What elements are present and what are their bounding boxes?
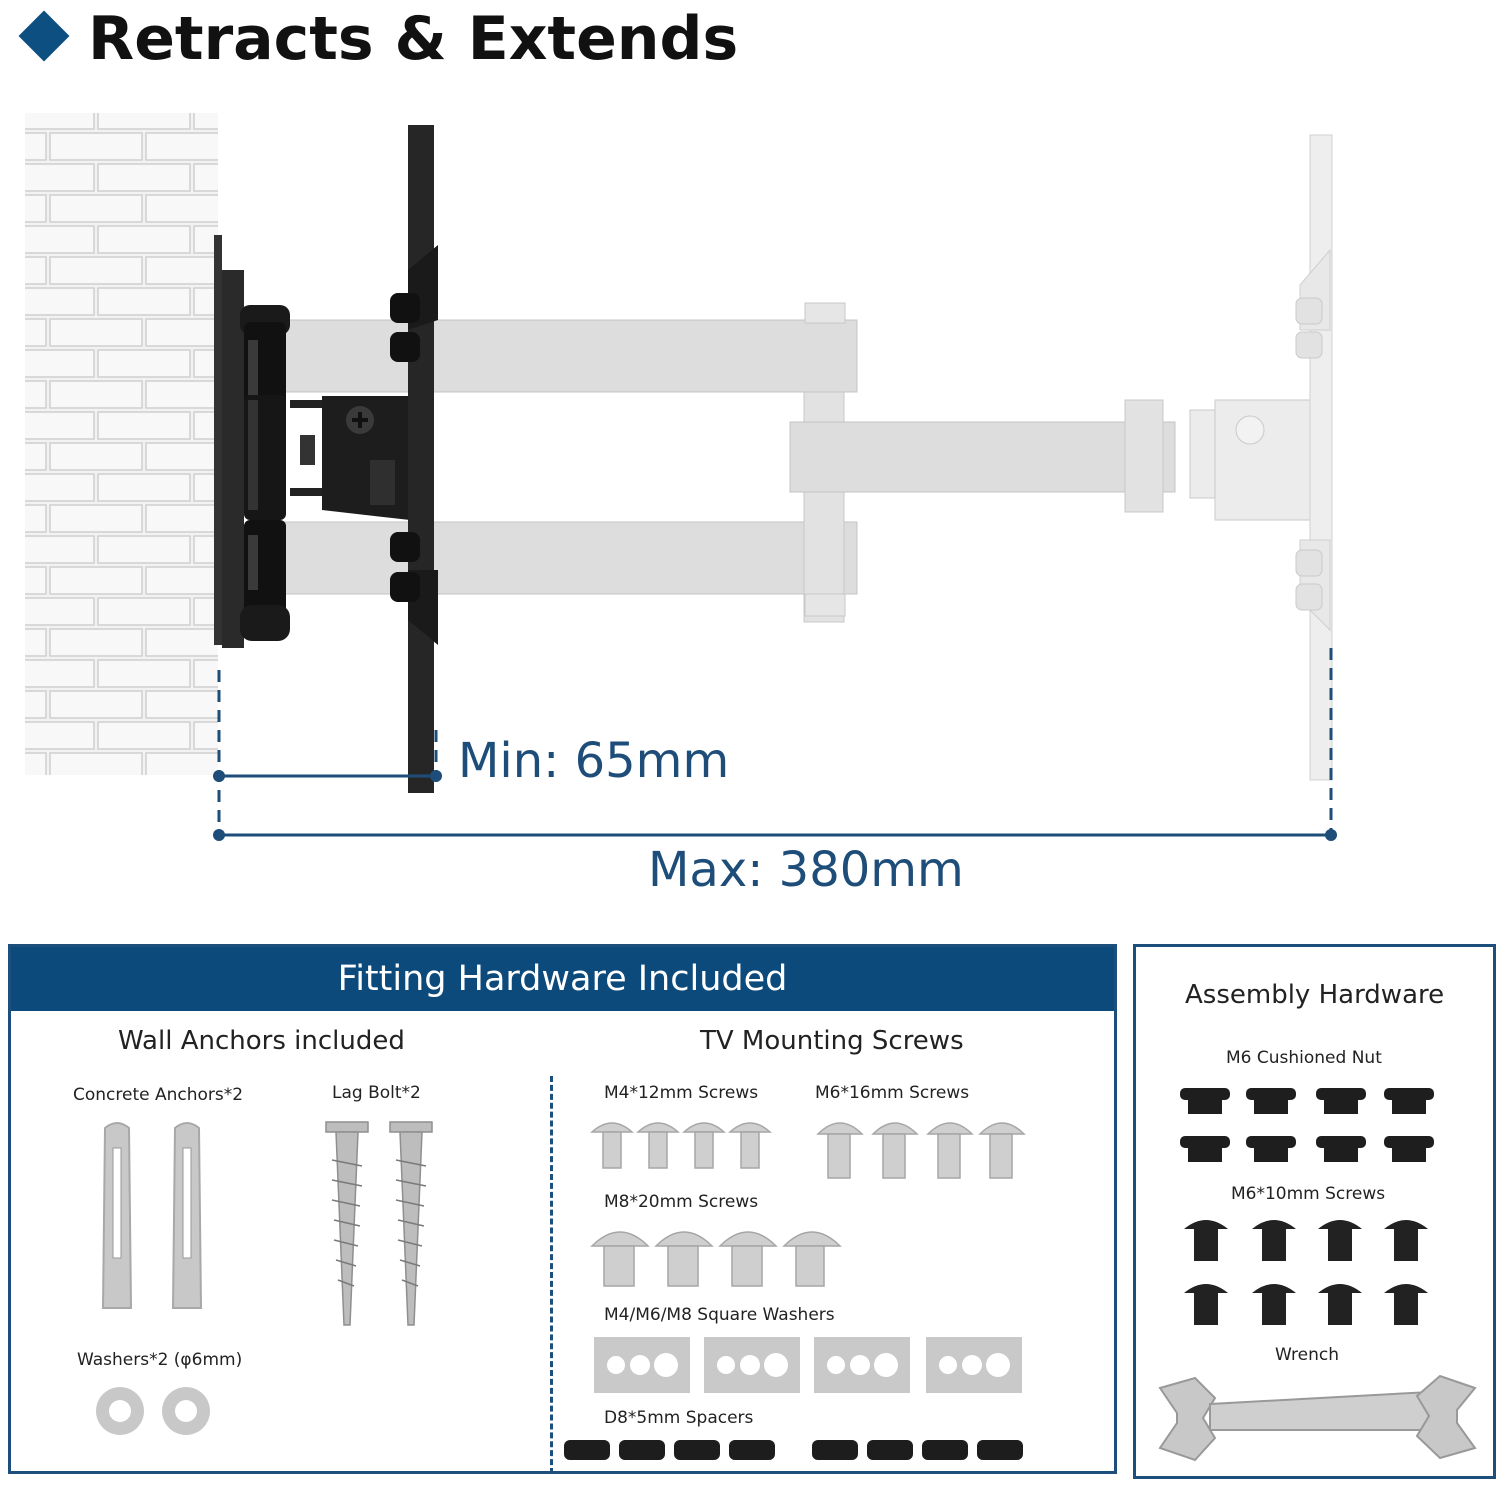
square-washers-label: M4/M6/M8 Square Washers xyxy=(604,1305,835,1325)
m8-screws-label: M8*20mm Screws xyxy=(604,1192,759,1212)
panel-divider xyxy=(550,1076,553,1474)
m4-screws-label: M4*12mm Screws xyxy=(604,1083,759,1103)
wall-icon xyxy=(25,113,222,775)
mount-diagram xyxy=(0,100,1500,920)
max-extension-label: Max: 380mm xyxy=(648,842,964,898)
washer-icon xyxy=(94,1385,219,1437)
extended-arm xyxy=(284,134,1333,781)
min-extension-label: Min: 65mm xyxy=(458,733,730,789)
cushioned-nut-label: M6 Cushioned Nut xyxy=(1226,1048,1382,1068)
min-dimension-line xyxy=(213,670,442,830)
concrete-anchors-label: Concrete Anchors*2 xyxy=(73,1085,244,1105)
spacers-label: D8*5mm Spacers xyxy=(604,1408,754,1428)
square-washer-icon xyxy=(594,1337,1024,1393)
page-heading: Retracts & Extends xyxy=(10,4,738,76)
mount-icon xyxy=(222,125,438,793)
tv-screws-title: TV Mounting Screws xyxy=(700,1026,964,1056)
lag-bolt-label: Lag Bolt*2 xyxy=(332,1083,421,1103)
lag-bolt-icon xyxy=(320,1120,440,1335)
m6-screws-assembly-label: M6*10mm Screws xyxy=(1231,1184,1386,1204)
wrench-icon xyxy=(1155,1368,1480,1468)
wrench-label: Wrench xyxy=(1275,1345,1340,1365)
max-dimension-line xyxy=(213,648,1337,841)
nut-icon xyxy=(1180,1088,1440,1168)
assembly-title: Assembly Hardware xyxy=(1185,980,1445,1010)
spacer-icon xyxy=(564,1440,1034,1462)
fitting-hardware-banner: Fitting Hardware Included xyxy=(11,947,1114,1011)
m6-screws-label: M6*16mm Screws xyxy=(815,1083,970,1103)
wall-anchors-title: Wall Anchors included xyxy=(118,1026,405,1056)
page-title: Retracts & Extends xyxy=(88,4,739,74)
washers-label: Washers*2 (φ6mm) xyxy=(77,1350,243,1370)
screw-icon xyxy=(590,1118,1040,1288)
anchor-icon xyxy=(95,1118,225,1318)
diamond-icon xyxy=(18,10,70,62)
screw-icon xyxy=(1180,1215,1440,1330)
